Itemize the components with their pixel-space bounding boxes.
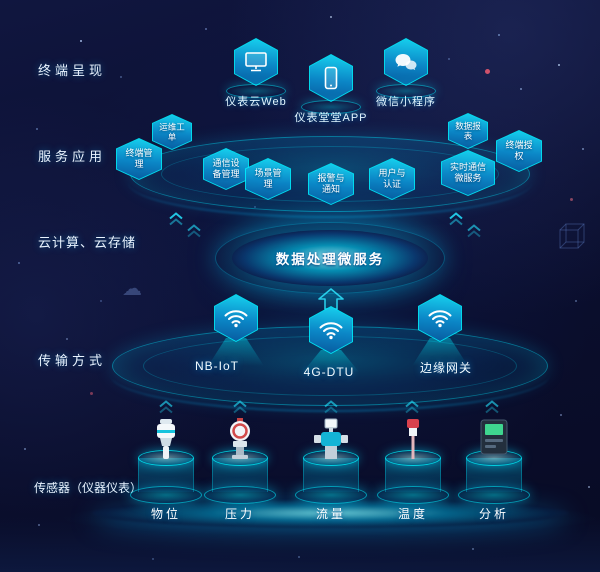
platform-pad	[226, 84, 286, 98]
terminal-app-tile	[309, 54, 353, 102]
sensor-label-temperature: 温度	[397, 507, 428, 521]
service-badge-user-auth: 用户与认证	[369, 158, 415, 200]
pressure-transmitter-icon	[230, 418, 250, 459]
flow-meter-icon	[314, 418, 348, 459]
terminal-app-label: 仪表堂堂APP	[294, 112, 368, 124]
web-monitor-icon	[245, 52, 267, 72]
terminal-wechat-label: 微信小程序	[376, 96, 436, 108]
transport-label-edge-gateway: 边缘网关	[419, 361, 472, 375]
layer-label-cloud: 云计算、云存储	[38, 235, 137, 250]
service-badge-alarm-notify: 报警与通知	[308, 163, 354, 205]
up-arrow-icon	[467, 224, 481, 238]
transport-label-nbiot: NB-IoT	[194, 359, 239, 373]
platform-pad	[376, 84, 436, 98]
wifi-icon	[319, 322, 343, 340]
service-badge-ops-ticket: 运维工单	[152, 114, 192, 150]
service-badge-scene-mgmt: 场景管理	[245, 158, 291, 200]
mobile-app-icon	[324, 66, 338, 90]
sensor-label-analyzer: 分析	[478, 507, 509, 521]
transport-label-4gdtu: 4G-DTU	[303, 365, 355, 379]
cube-wireframe-icon	[559, 223, 585, 249]
up-arrow-icon	[485, 400, 499, 414]
red-dots-decoration	[0, 0, 3, 3]
terminal-web-tile	[234, 38, 278, 86]
sensor-unit-pressure	[200, 416, 280, 508]
analyzer-icon	[480, 419, 508, 455]
layer-label-terminal: 终端呈现	[38, 63, 107, 78]
layer-label-transport: 传输方式	[38, 353, 107, 368]
level-sensor-icon	[157, 419, 175, 459]
up-arrow-icon	[187, 224, 201, 238]
sensor-label-flow: 流量	[315, 507, 346, 521]
sensor-unit-level	[126, 416, 206, 508]
service-badge-data-report: 数据报表	[448, 113, 488, 149]
layer-label-sensors: 传感器（仪器仪表）	[34, 481, 143, 495]
cloud-core-label: 数据处理微服务	[275, 252, 385, 267]
wechat-miniprogram-icon	[395, 54, 417, 71]
service-badge-terminal-authz: 终端授权	[496, 130, 542, 172]
light-beam	[303, 350, 359, 372]
sensor-unit-temperature	[373, 416, 453, 508]
service-badge-terminal-mgmt: 终端管理	[116, 138, 162, 180]
terminal-wechat-tile	[384, 38, 428, 86]
transport-node-4gdtu	[309, 306, 353, 354]
transport-node-edge-gateway	[418, 294, 462, 342]
up-arrow-icon	[169, 212, 183, 226]
up-arrow-icon	[233, 400, 247, 414]
up-arrow-icon	[449, 212, 463, 226]
up-arrow-icon	[405, 400, 419, 414]
up-arrow-icon	[159, 400, 173, 414]
terminal-web-label: 仪表云Web	[225, 96, 287, 108]
transport-node-nbiot	[214, 294, 258, 342]
sensor-unit-flow	[291, 416, 371, 508]
temperature-sensor-icon	[407, 419, 419, 459]
up-arrow-icon	[324, 400, 338, 414]
service-badge-comm-device-mgmt: 通信设备管理	[203, 148, 249, 190]
sensor-unit-analyzer	[454, 416, 534, 508]
wifi-icon	[224, 310, 248, 328]
platform-pad	[301, 100, 361, 114]
sensor-label-pressure: 压力	[224, 507, 255, 521]
cloud-core-ring	[215, 222, 445, 294]
wifi-icon	[428, 310, 452, 328]
service-badge-realtime-comm: 实时通信微服务	[441, 150, 495, 196]
cloud-core: 数据处理微服务	[232, 230, 428, 286]
layer-label-services: 服务应用	[38, 149, 107, 164]
sensor-label-level: 物位	[150, 507, 181, 521]
cloud-doodle-icon: ☁	[122, 278, 142, 300]
